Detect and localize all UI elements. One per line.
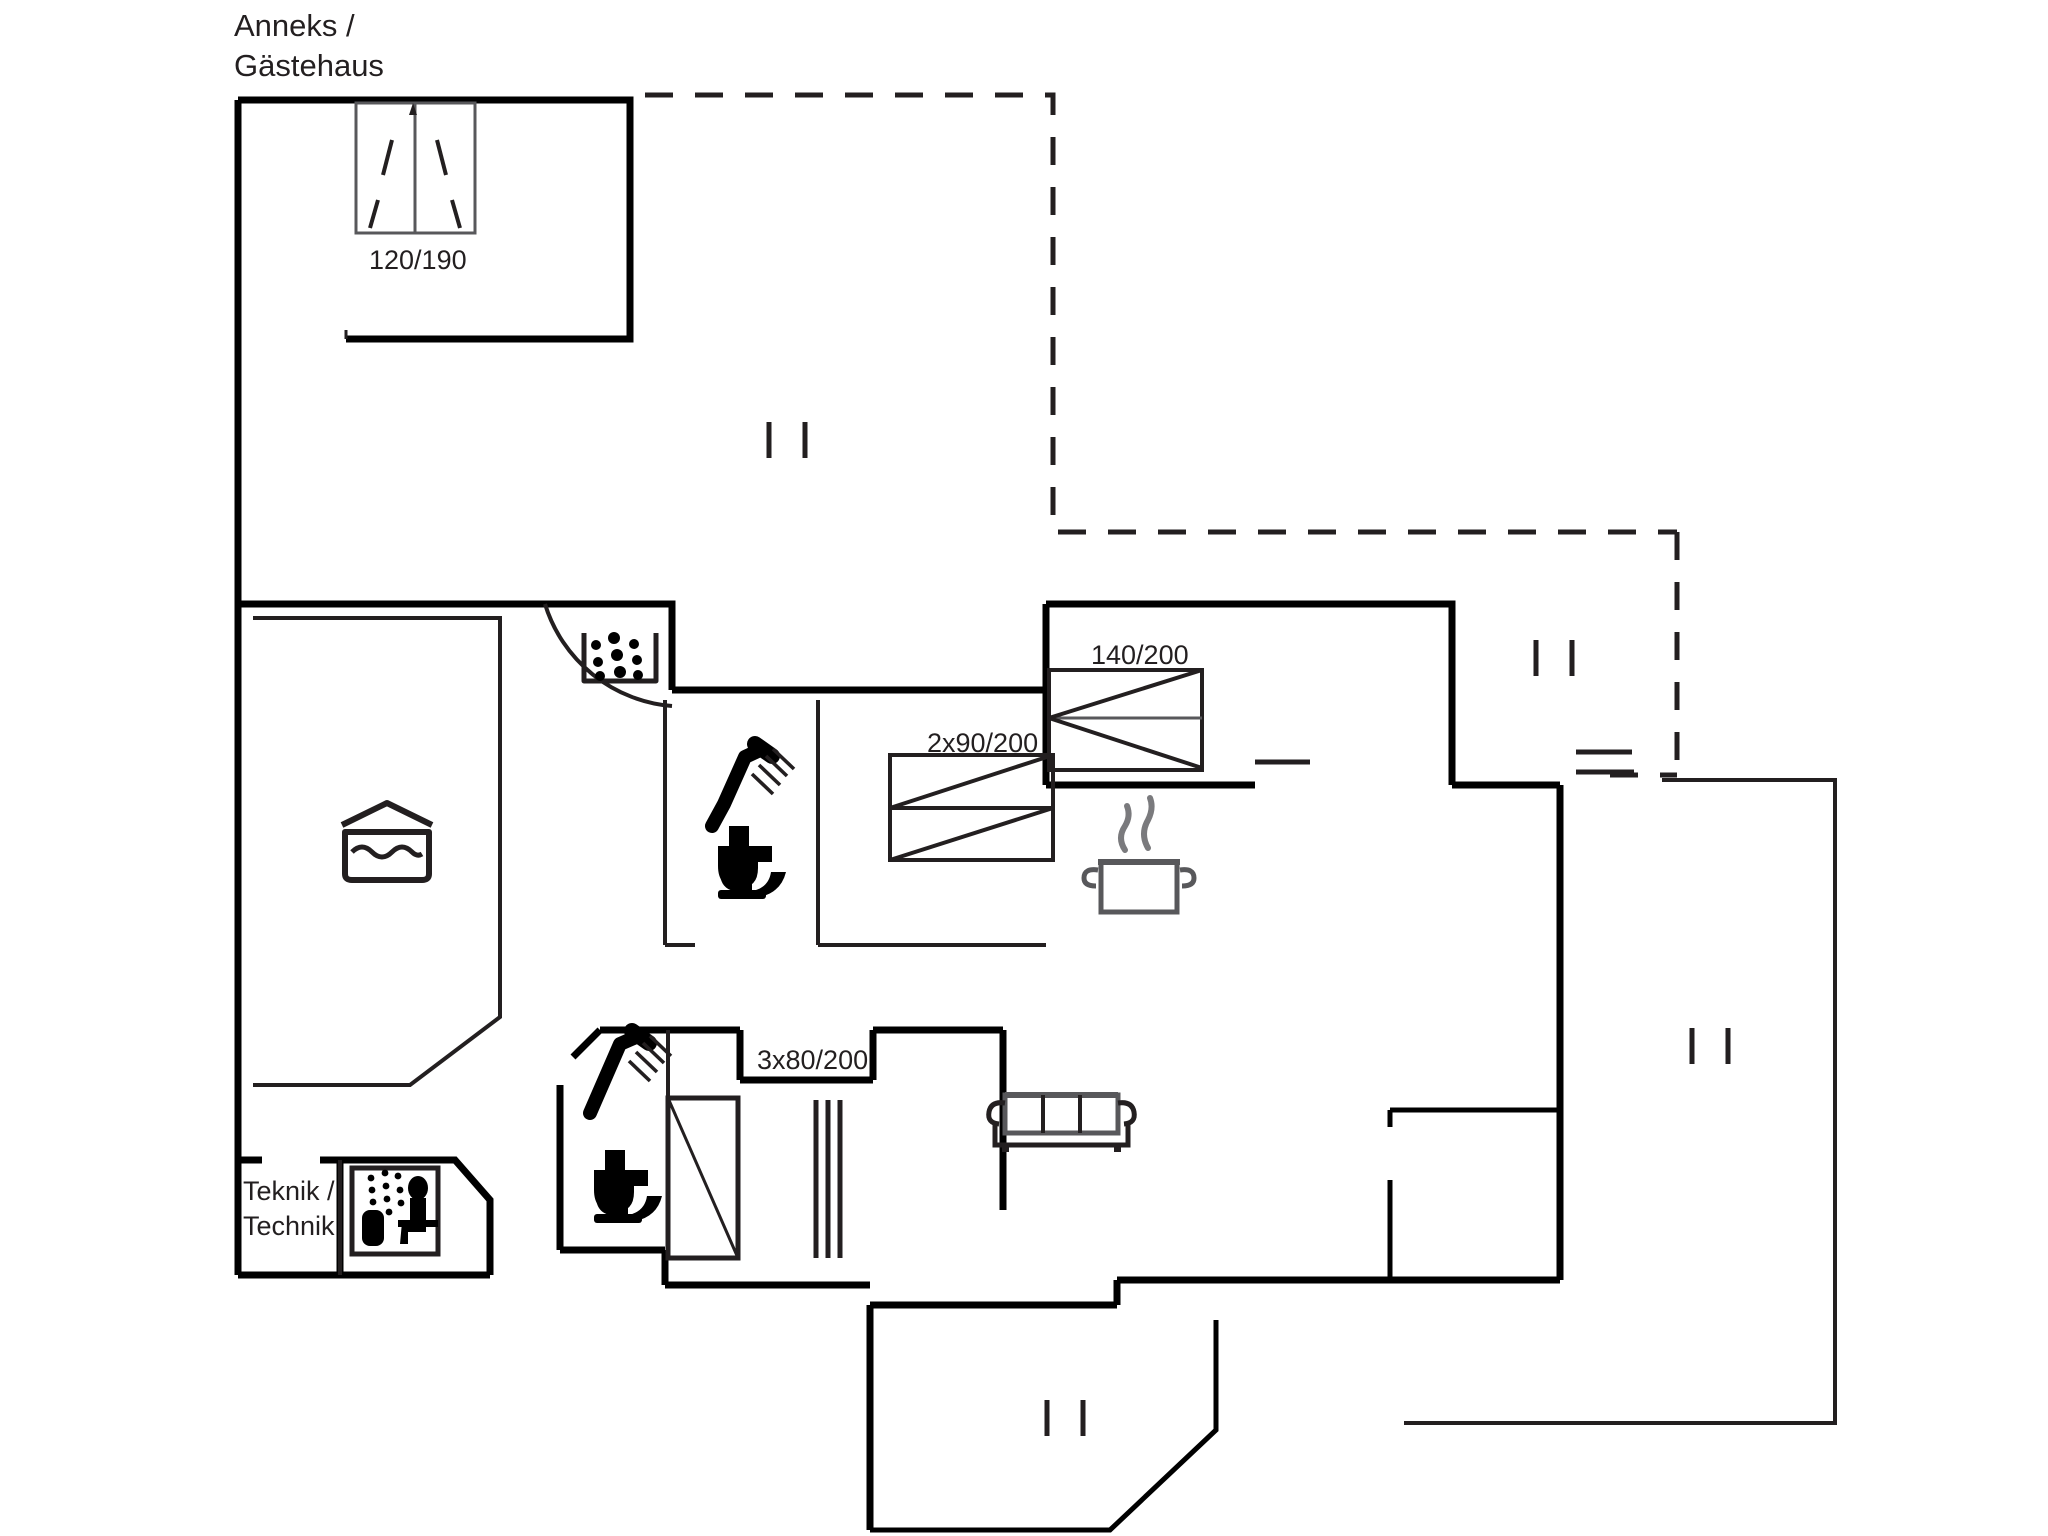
whirlpool-icon <box>581 632 659 684</box>
shower-icon-lower <box>583 1023 673 1120</box>
door-opening-marks <box>1255 749 1634 775</box>
terrace-dashed-outline <box>645 92 1680 778</box>
cooking-pot-icon <box>1081 795 1197 915</box>
bed-master-icon <box>1047 668 1204 772</box>
whirlpool-room-walls <box>545 600 1046 694</box>
bedroom-master-walls <box>1042 600 1456 789</box>
sofa-icon <box>986 1092 1137 1152</box>
bathroom-upper-walls <box>663 700 905 947</box>
bed-twin-dimension-label: 2x90/200 <box>927 728 1039 758</box>
bed-annex-icon <box>354 101 477 235</box>
pool-basin-outline <box>253 616 502 1087</box>
interior-partitions-right <box>1387 1107 1560 1280</box>
whirlpool-door-swing <box>543 603 673 708</box>
annex-building-walls <box>234 96 634 343</box>
bed-bunk-icon <box>665 1095 741 1261</box>
main-house-walls <box>866 781 1564 1530</box>
bed-twin-icon <box>888 753 1055 862</box>
toilet-icon-lower <box>590 1150 662 1223</box>
bed-master-dimension-label: 140/200 <box>1091 640 1189 670</box>
shower-icon-upper <box>705 736 796 833</box>
annex-title-line1: Anneks / Gästehaus <box>234 8 384 83</box>
bottom-outer-boundary <box>870 1320 1219 1533</box>
technik-room-label: Teknik / Technik <box>243 1176 335 1241</box>
pool-wing-walls <box>234 339 672 1279</box>
sauna-icon <box>349 1165 441 1257</box>
window-marks <box>766 422 1731 1436</box>
vertical-rails <box>813 1100 843 1258</box>
bed-bunk-dimension-label: 3x80/200 <box>757 1045 869 1075</box>
pool-water-icon <box>340 800 434 883</box>
right-outer-boundary <box>1404 778 1837 1425</box>
toilet-icon-upper <box>714 826 786 899</box>
bed-annex-dimension-label: 120/190 <box>369 245 467 275</box>
